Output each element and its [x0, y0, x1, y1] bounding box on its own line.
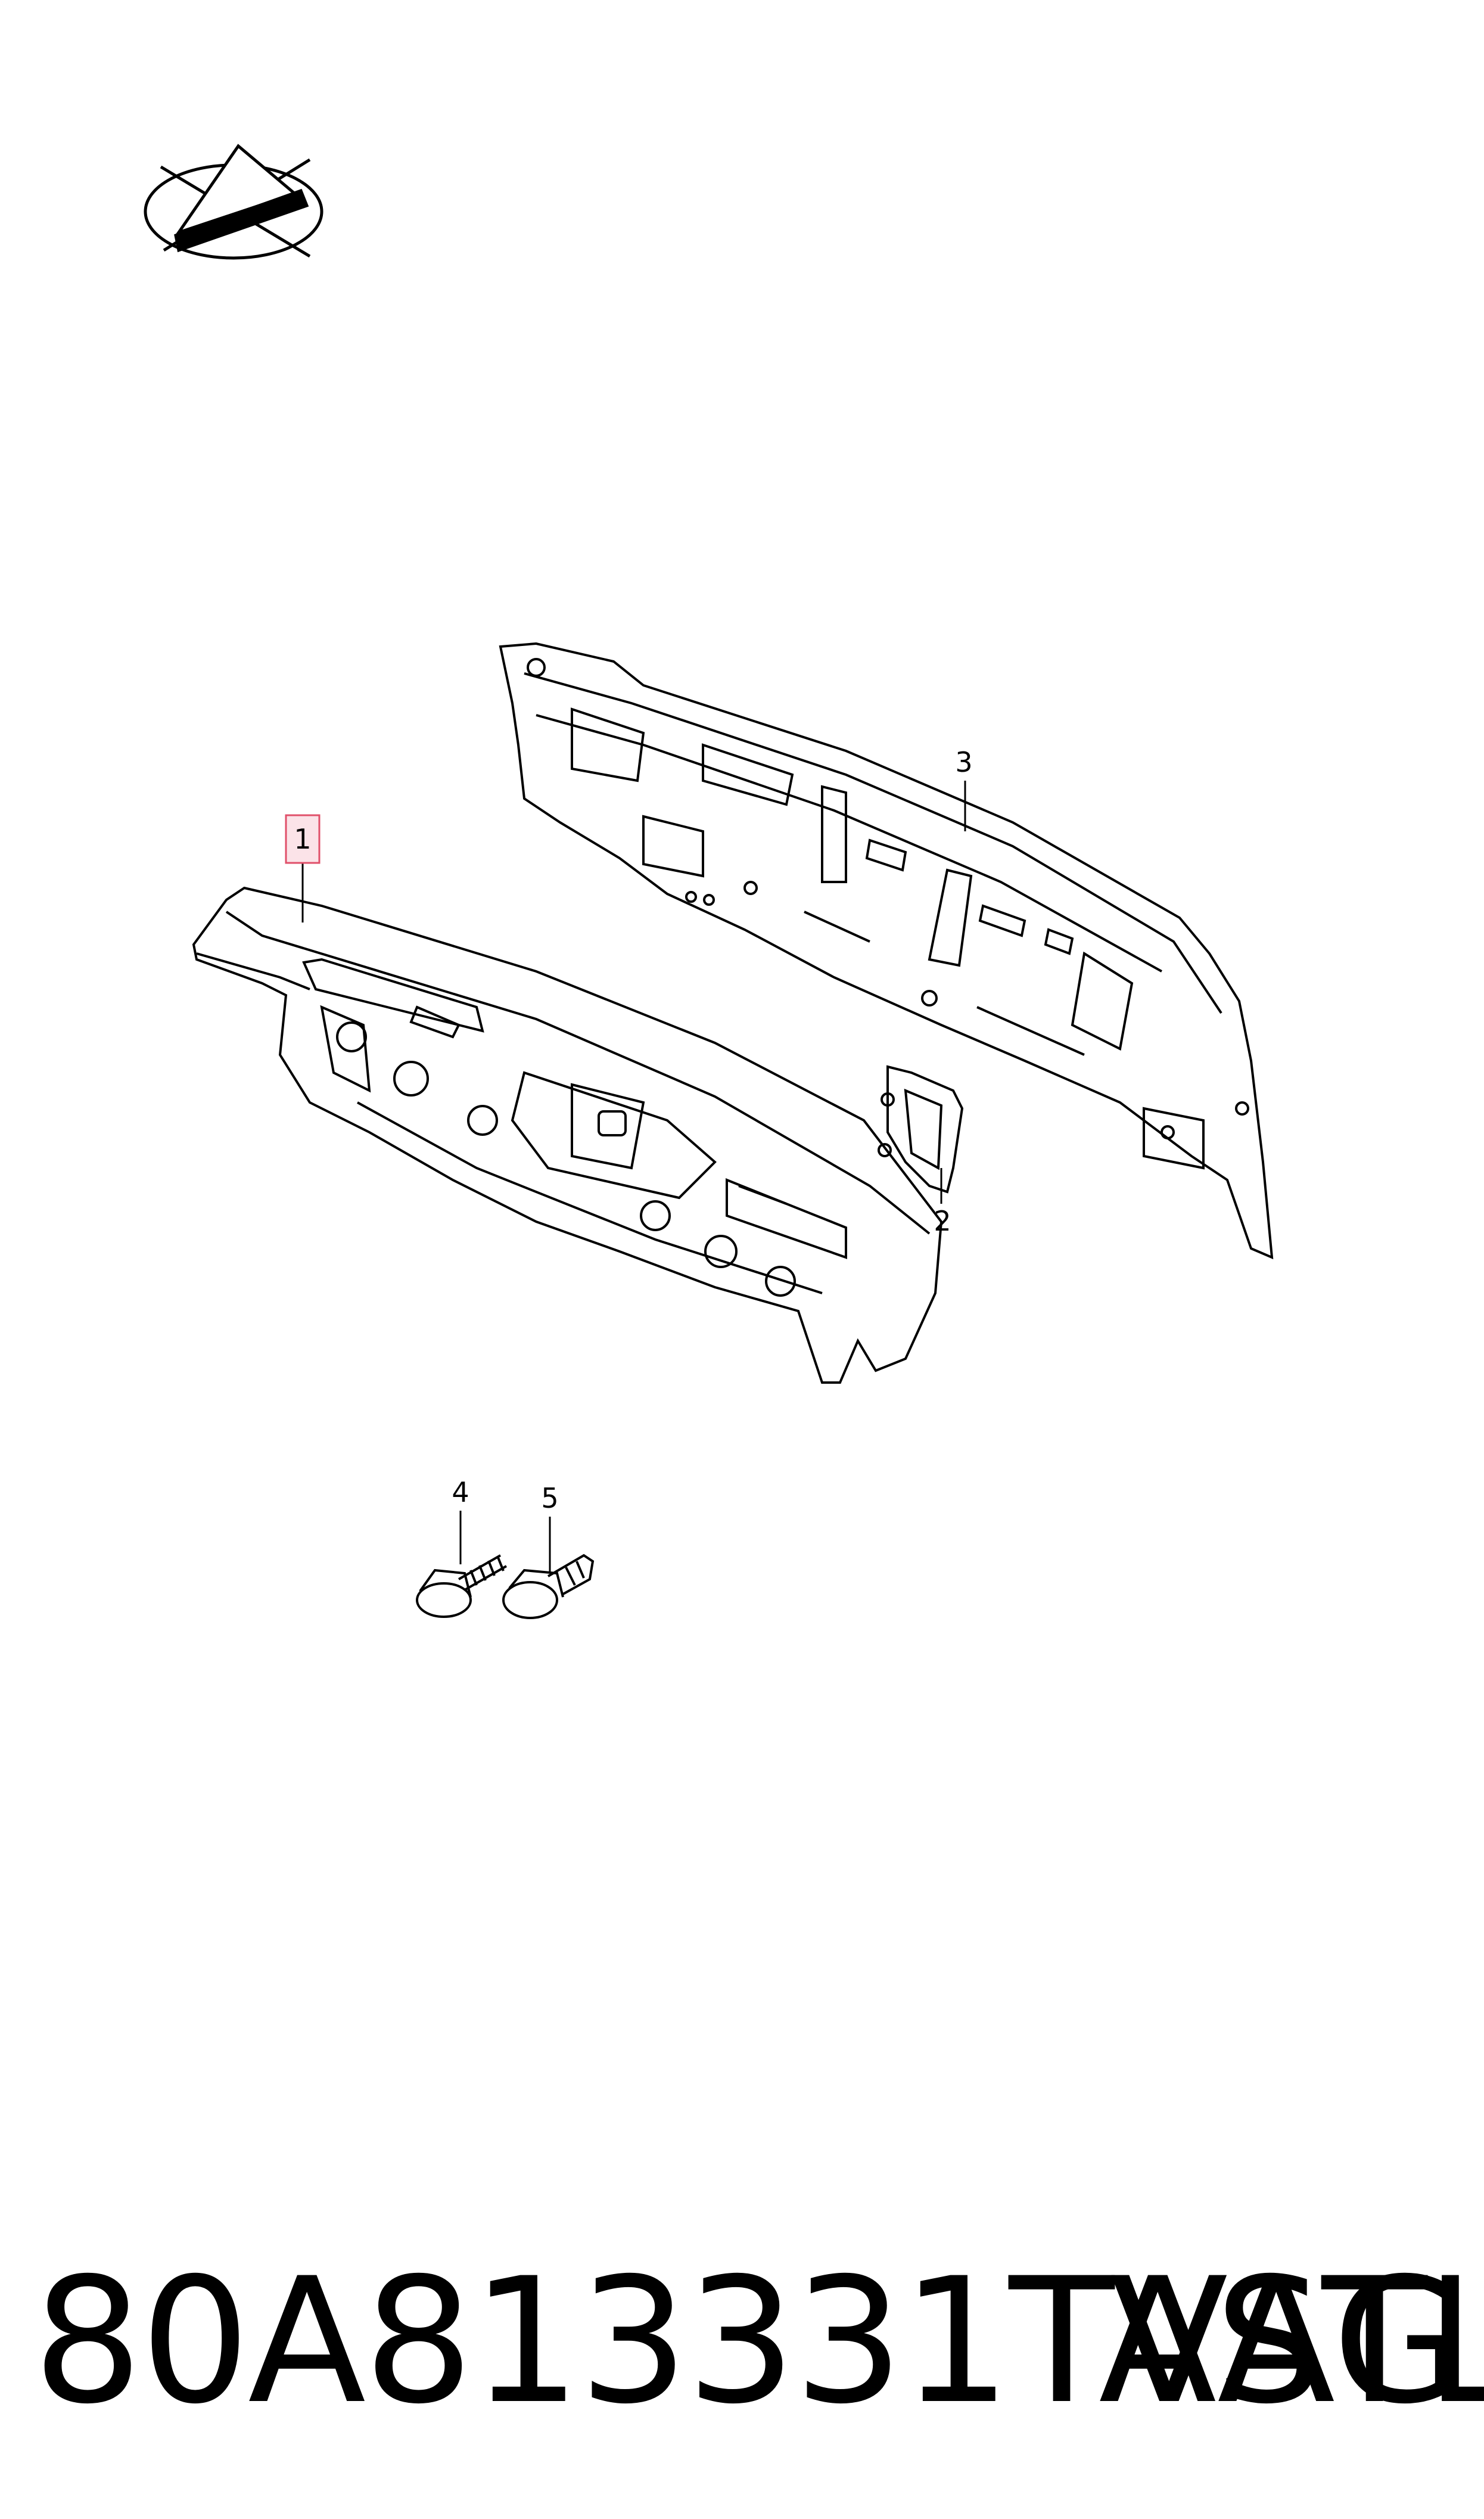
- callout-1-highlight: [285, 814, 321, 864]
- callout-2[interactable]: 2: [934, 1205, 951, 1237]
- triangle-ellipse-logo-icon: [144, 144, 323, 260]
- footer: 80A813331TASTL VAG: [0, 2241, 1484, 2443]
- rear-panel-lower: [192, 886, 943, 1384]
- rear-panel-upper: [499, 642, 1274, 1260]
- callout-1[interactable]: 1: [294, 823, 311, 855]
- callout-5[interactable]: 5: [541, 1482, 558, 1514]
- bracket: [878, 1065, 964, 1194]
- brand-name: VAG: [1110, 2241, 1466, 2442]
- callout-4[interactable]: 4: [452, 1476, 469, 1508]
- parts-diagram: 1 2 3 4 5: [144, 144, 1274, 1619]
- clip-rivet: [502, 1554, 595, 1619]
- leader-lines: [301, 781, 966, 1573]
- part-number: 80A813331TASTL: [33, 2241, 1484, 2442]
- callout-3[interactable]: 3: [955, 746, 972, 778]
- screw: [416, 1554, 507, 1618]
